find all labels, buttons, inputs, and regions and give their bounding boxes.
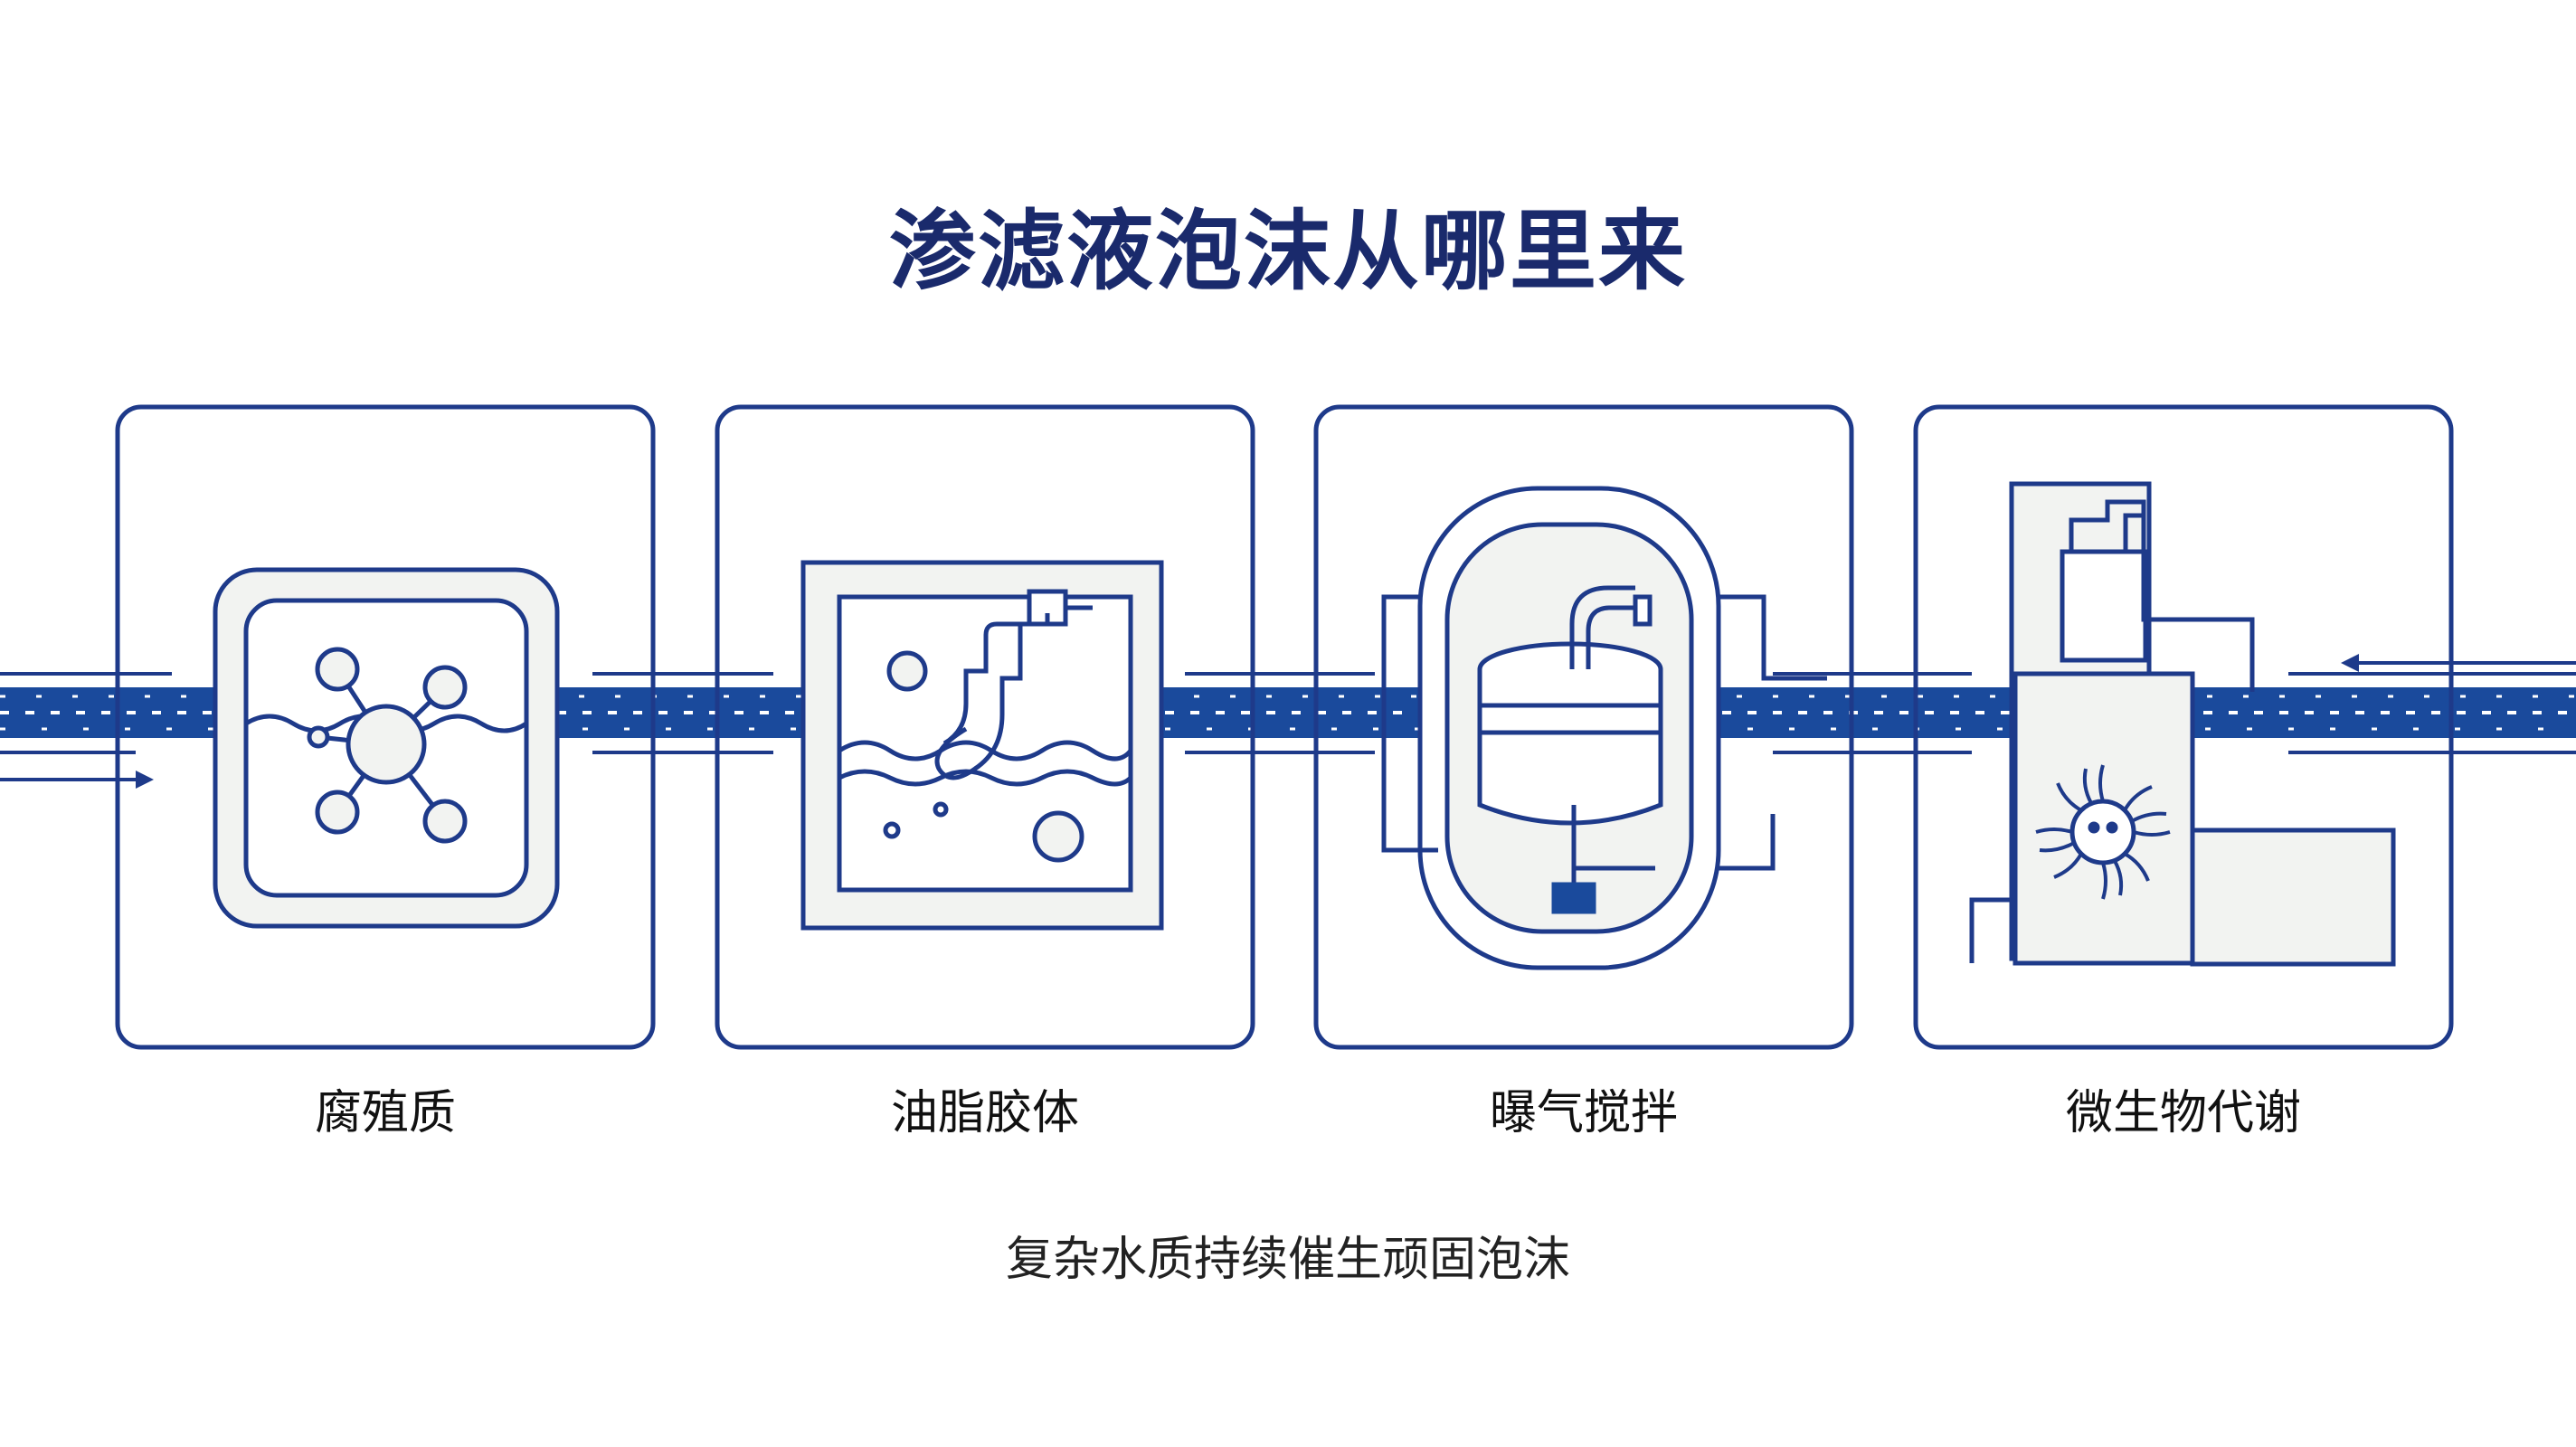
stage-frame-2 (715, 404, 1255, 1050)
stage-frame-1 (115, 404, 656, 1050)
footer-caption: 复杂水质持续催生顽固泡沫 (1005, 1233, 1570, 1287)
stage-label-oil-colloid: 油脂胶体 (890, 1086, 1079, 1140)
page-title: 渗滤液泡沫从哪里来 (889, 201, 1687, 302)
aeration-tank-icon (1381, 486, 1827, 970)
stage-label-humus: 腐殖质 (314, 1086, 456, 1140)
oil-pipe-icon (800, 560, 1164, 931)
arrow-return-icon (2341, 654, 2576, 672)
stage-frame-4 (1913, 404, 2454, 1050)
stage-label-aeration: 曝气搅拌 (1489, 1086, 1678, 1140)
stage-frame-3 (1313, 404, 1854, 1050)
stage-label-microbial: 微生物代谢 (2065, 1086, 2301, 1140)
arrow-in-icon (0, 771, 154, 789)
molecule-icon (213, 567, 560, 929)
microbe-icon (1969, 481, 2396, 967)
